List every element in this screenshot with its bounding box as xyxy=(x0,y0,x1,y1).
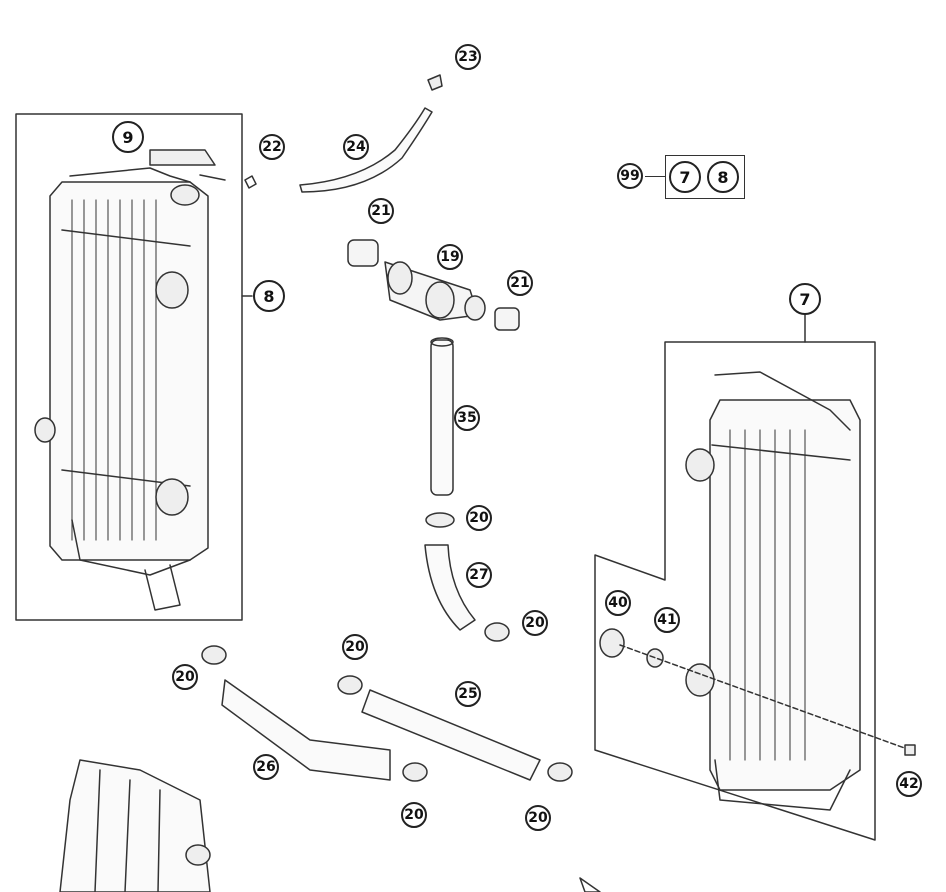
callout-kit-part-8[interactable]: 8 xyxy=(707,161,739,193)
callout-part-25[interactable]: 25 xyxy=(455,681,481,707)
callout-kit-part-7[interactable]: 7 xyxy=(669,161,701,193)
callout-part-24[interactable]: 24 xyxy=(343,134,369,160)
left-radiator-frame xyxy=(15,113,243,621)
callout-part-20-bottom-right[interactable]: 20 xyxy=(525,805,551,831)
callout-part-26[interactable]: 26 xyxy=(253,754,279,780)
left-radiator xyxy=(34,149,226,611)
callout-part-42[interactable]: 42 xyxy=(896,771,922,797)
hose-26 xyxy=(221,679,391,781)
right-radiator xyxy=(685,371,861,811)
callout-part-23[interactable]: 23 xyxy=(455,44,481,70)
callout-part-20-middle[interactable]: 20 xyxy=(342,634,368,660)
callout-part-21-right[interactable]: 21 xyxy=(507,270,533,296)
callout-part-20-upper[interactable]: 20 xyxy=(466,505,492,531)
callout-part-35[interactable]: 35 xyxy=(454,405,480,431)
callout-part-22[interactable]: 22 xyxy=(259,134,285,160)
callout-part-7[interactable]: 7 xyxy=(789,283,821,315)
hose-24 xyxy=(299,107,433,193)
callout-part-8[interactable]: 8 xyxy=(253,280,285,312)
kit-link-line xyxy=(645,176,665,177)
hose-25 xyxy=(361,689,541,781)
thermostat-housing-19 xyxy=(347,239,520,331)
callout-part-20-bottom-left[interactable]: 20 xyxy=(401,802,427,828)
callout-part-40[interactable]: 40 xyxy=(605,590,631,616)
callout-part-41[interactable]: 41 xyxy=(654,607,680,633)
kit-box xyxy=(665,155,745,199)
callout-part-20-right[interactable]: 20 xyxy=(522,610,548,636)
pipe-35 xyxy=(430,339,454,496)
callout-part-21-top[interactable]: 21 xyxy=(368,198,394,224)
hose-27 xyxy=(424,544,476,631)
right-radiator-frame xyxy=(594,341,876,841)
callout-part-27[interactable]: 27 xyxy=(466,562,492,588)
callout-part-9[interactable]: 9 xyxy=(112,121,144,153)
callout-part-19[interactable]: 19 xyxy=(437,244,463,270)
callout-part-20-left[interactable]: 20 xyxy=(172,664,198,690)
callout-part-99[interactable]: 99 xyxy=(617,163,643,189)
